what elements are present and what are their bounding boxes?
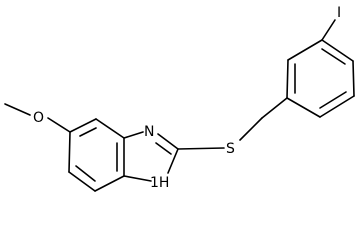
ring-bond [287, 39, 323, 61]
s-ch2-bond [239, 117, 263, 141]
ring-bond [94, 175, 125, 192]
fused-benzene-ring [68, 118, 125, 192]
methoxy-group [4, 103, 71, 133]
iodine-label: I [337, 5, 341, 21]
ring-bond [352, 60, 355, 97]
iodophenyl-ring [286, 19, 355, 118]
nh-hydrogen-label: 1H [150, 175, 169, 191]
c3a-n3-bond [123, 131, 144, 139]
sulfur-label: S [226, 141, 235, 157]
ring-bond [68, 171, 96, 192]
ring-double-bond [79, 127, 97, 137]
ring-bond [69, 118, 97, 133]
n1-c7a-bond [123, 175, 152, 182]
ring-double-bond [321, 48, 346, 65]
c2-n1-bond [167, 148, 179, 174]
methyl-bond [4, 103, 31, 116]
molecule-structure: O N 1H S I [4, 5, 355, 192]
ring-bond [68, 131, 71, 173]
n3-c2-double-bond-inner [155, 142, 172, 155]
ring-double-bond [75, 165, 96, 182]
structure-canvas: O N 1H S I [4, 5, 355, 192]
imidazole-ring [123, 131, 179, 182]
ring-bond [286, 97, 321, 118]
ring-bond [95, 118, 125, 139]
methoxy-oxygen-label: O [33, 110, 44, 126]
ring-bond [286, 59, 289, 99]
ring-bond [319, 95, 355, 118]
c-i-bond [321, 19, 336, 41]
thioether-linker [177, 97, 288, 150]
c2-s-bond [177, 147, 225, 150]
ring-double-bond [319, 91, 347, 109]
ch2-ring-bond [261, 97, 288, 119]
o-ring-bond [47, 117, 71, 133]
imidazole-nitrogen-label: N [144, 124, 154, 140]
n3-c2-double-bond [157, 133, 179, 150]
ring-bond [321, 39, 354, 62]
